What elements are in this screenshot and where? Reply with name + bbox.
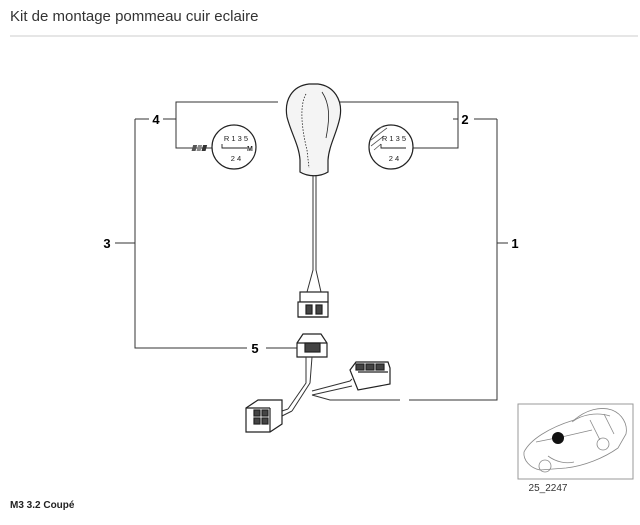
wiring-harness [281, 356, 400, 417]
harness-connector-left [245, 399, 283, 433]
model-label: M3 3.2 Coupé [10, 500, 75, 511]
plate2-bottom-gears: 2 4 [389, 154, 399, 163]
callout-3: 3 [103, 236, 110, 251]
socket-connector-5 [296, 333, 328, 358]
leader-3 [115, 118, 247, 349]
leader-lines [115, 101, 508, 401]
plate2-shift-gate [380, 144, 406, 149]
plate4-shift-gate [221, 144, 247, 149]
knob-cable [306, 176, 322, 293]
title-divider [10, 35, 638, 37]
shift-plate-m-logo: R 1 3 5 2 4 M [191, 124, 257, 170]
page-title: Kit de montage pommeau cuir eclaire [10, 8, 259, 25]
plate4-bottom-gears: 2 4 [231, 154, 241, 163]
leader-2 [338, 101, 459, 149]
location-marker [552, 432, 564, 444]
shift-plate-standard: R 1 3 5 2 4 [368, 124, 414, 170]
plate2-hatching [370, 125, 388, 151]
plate4-top-gears: R 1 3 5 [224, 134, 248, 143]
callout-2: 2 [461, 112, 468, 127]
callout-1: 1 [511, 236, 518, 251]
knob-body [285, 83, 342, 177]
inset-reference: 25_2247 [529, 483, 568, 494]
leader-1 [409, 118, 508, 401]
harness-connector-right [349, 361, 391, 391]
svg-text:M: M [247, 146, 253, 153]
plate2-top-gears: R 1 3 5 [382, 134, 406, 143]
car-location-inset: 25_2247 [517, 403, 634, 494]
gear-knob [285, 83, 342, 177]
car-outline-icon [523, 408, 627, 473]
knob-highlight [321, 91, 330, 139]
callout-4: 4 [152, 112, 160, 127]
knob-plug [297, 291, 329, 318]
m-logo-icon: M [191, 145, 253, 153]
callout-5: 5 [251, 341, 258, 356]
